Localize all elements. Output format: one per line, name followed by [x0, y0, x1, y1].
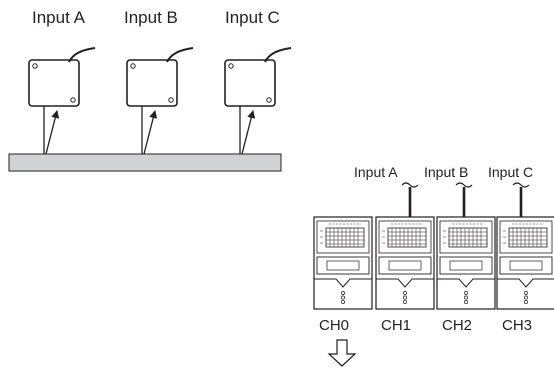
amplifier-unit-ch0	[313, 216, 373, 310]
sensor-label-a: Input A	[32, 8, 85, 27]
sensor-head-b	[126, 47, 194, 107]
unit-input-label-b: Input B	[424, 164, 469, 180]
amplifier-unit-ch2	[436, 216, 496, 310]
target-workpiece	[8, 153, 282, 172]
sensor-head-a	[28, 47, 96, 107]
output-arrow-icon	[327, 339, 357, 367]
sensor-label-b: Input B	[124, 8, 178, 27]
channel-label-ch2: CH2	[442, 317, 473, 334]
beam-lines	[43, 106, 256, 155]
channel-label-ch3: CH3	[502, 317, 533, 334]
amplifier-unit-ch3	[496, 216, 554, 310]
channel-label-ch0: CH0	[319, 317, 350, 334]
unit-input-label-a: Input A	[354, 164, 398, 180]
channel-label-ch1: CH1	[381, 317, 412, 334]
sensor-label-c: Input C	[225, 8, 280, 27]
sensor-head-c	[224, 47, 292, 107]
unit-cables	[401, 182, 530, 217]
amplifier-unit-ch1	[375, 216, 435, 310]
unit-input-label-c: Input C	[488, 164, 534, 180]
